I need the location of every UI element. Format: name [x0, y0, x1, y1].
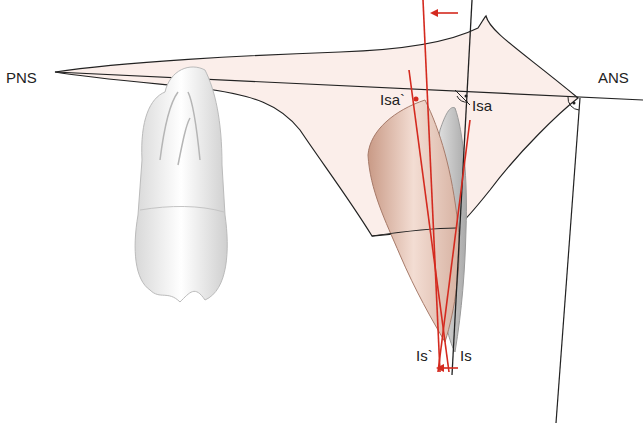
ans-perpendicular [556, 98, 580, 423]
palatal-plane [55, 72, 643, 100]
landmark-label: Isa [470, 98, 494, 114]
palatal-tangent [455, 90, 470, 105]
palate-outline [55, 16, 578, 236]
landmark-label: ANS [596, 70, 631, 86]
shift-arrow [438, 367, 458, 369]
right-angle-mark [568, 97, 579, 110]
right-angle-dot [573, 102, 576, 105]
shift-line [438, 120, 470, 372]
landmark-label: Is [458, 348, 474, 364]
shift-arrow [432, 12, 458, 14]
isa-prime-point [414, 97, 419, 102]
right-angle-dot [465, 95, 468, 98]
reference-line [423, 0, 440, 372]
landmark-label: PNS [4, 70, 39, 86]
molar [135, 67, 227, 302]
landmark-label: Isa` [378, 92, 407, 108]
landmark-label: Is` [414, 348, 435, 364]
cej-line [372, 228, 456, 236]
incisor-rotated [368, 100, 459, 342]
